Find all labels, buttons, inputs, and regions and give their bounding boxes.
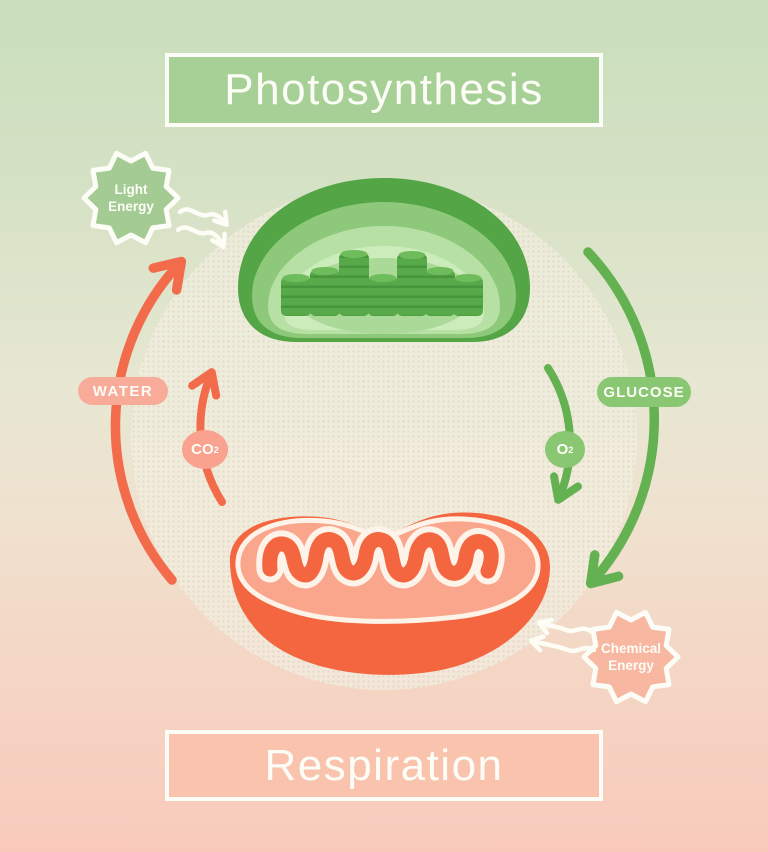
photosynthesis-title-box: Photosynthesis bbox=[165, 53, 603, 127]
mitochondrion-illustration bbox=[229, 512, 550, 675]
grana-stacks bbox=[281, 250, 483, 316]
chemical-energy-label-line2: Energy bbox=[608, 658, 654, 673]
chemical-energy-label-line1: Chemical bbox=[600, 641, 662, 656]
starburst-icon bbox=[81, 150, 181, 246]
glucose-label: GLUCOSE bbox=[603, 383, 685, 401]
water-badge: WATER bbox=[78, 377, 168, 405]
wavy-arrow-icon bbox=[536, 617, 595, 636]
co2-label: CO bbox=[191, 441, 214, 458]
chloroplast-illustration bbox=[238, 178, 530, 342]
light-energy-starburst: Light Energy bbox=[76, 143, 186, 253]
light-energy-wavy-arrows bbox=[176, 207, 229, 250]
wavy-arrow-icon bbox=[177, 207, 229, 228]
respiration-title: Respiration bbox=[264, 740, 504, 790]
mitochondrion-cristae bbox=[256, 526, 505, 589]
chemical-energy-starburst: Chemical Energy bbox=[576, 602, 686, 712]
light-energy-label-line2: Energy bbox=[108, 199, 154, 214]
photosynthesis-title: Photosynthesis bbox=[224, 65, 544, 114]
arrow-glucose-arc bbox=[583, 247, 660, 589]
arrow-water-arc bbox=[110, 256, 187, 585]
light-energy-label-line1: Light bbox=[114, 182, 148, 197]
starburst-icon bbox=[581, 609, 681, 705]
water-label: WATER bbox=[92, 382, 154, 400]
glucose-badge: GLUCOSE bbox=[597, 377, 691, 407]
respiration-title-box: Respiration bbox=[165, 730, 603, 801]
chemical-energy-wavy-arrows bbox=[528, 617, 597, 654]
wavy-arrow-icon bbox=[528, 634, 597, 654]
wavy-arrow-icon bbox=[176, 225, 228, 250]
o2-label: O bbox=[556, 441, 569, 458]
